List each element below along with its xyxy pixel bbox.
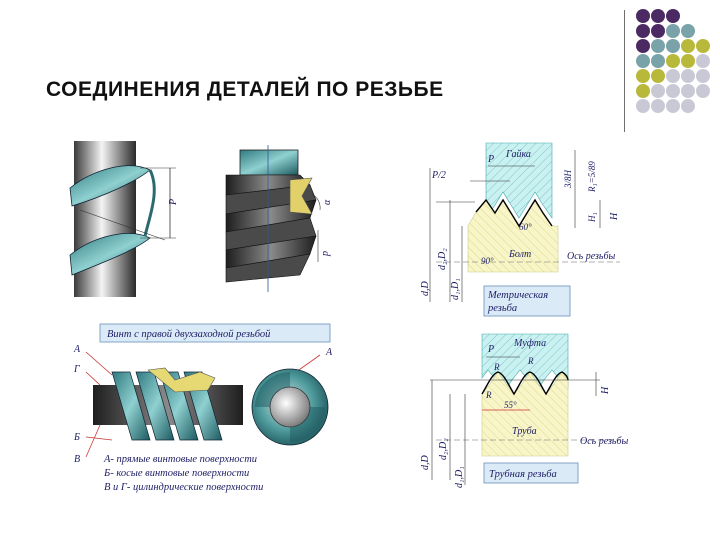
bolt-label: Болт (508, 249, 531, 260)
metric-angle60-label: 60° (519, 222, 532, 232)
pipe-label: Труба (512, 426, 537, 437)
metric-caption-line-2: резьба (487, 303, 517, 314)
decor-dot (681, 39, 695, 53)
decor-dot (681, 99, 695, 113)
pipe-caption: Трубная резьба (489, 469, 557, 480)
metric-profile-line (475, 198, 553, 228)
decor-dot (666, 24, 680, 38)
screw-cutaway (147, 367, 216, 393)
surface-letter-v: В (74, 454, 80, 465)
pipe-profile-line (481, 371, 569, 396)
metric-r1-label: R₁=5/89 (587, 161, 597, 193)
decor-dot (681, 84, 695, 98)
decor-dot (666, 9, 680, 23)
metric-d1D1-label: d₁,D₁ (450, 278, 461, 300)
decor-dot (666, 69, 680, 83)
decor-dot (651, 39, 665, 53)
pipe-region (481, 371, 569, 457)
helix-pitch-label: P (168, 199, 179, 206)
screw-end-bore (269, 386, 311, 428)
decor-dot (681, 54, 695, 68)
pipe-p-label: P (487, 344, 494, 355)
pipe-h-label: H (600, 386, 611, 395)
legend-line-2: Б- косые винтовые поверхности (103, 468, 249, 479)
pipe-axis-label: Ось резьбы (580, 436, 628, 447)
coupling-label: Муфта (513, 338, 546, 349)
decor-dot (636, 9, 650, 23)
decor-dot (696, 84, 710, 98)
metric-axis-label: Ось резьбы (567, 251, 615, 262)
legend-line-1: А- прямые винтовые поверхности (103, 454, 257, 465)
metric-thread-diagram: P Гайка P/2 3/8H R₁=5/89 H₁ H 60° 90° Бо… (420, 142, 620, 317)
decor-dot (696, 54, 710, 68)
metric-caption-box (483, 285, 571, 317)
pipe-d1D1-label: d₁,D₁ (454, 466, 465, 488)
decor-dot (651, 9, 665, 23)
metric-h-label: H (609, 212, 620, 221)
decor-dot (681, 24, 695, 38)
pipe-angle55-label: 55° (504, 400, 517, 410)
decor-dot (636, 69, 650, 83)
metric-p-label: P (487, 154, 494, 165)
legend-line-3: В и Г- цилиндрические поверхности (104, 482, 263, 493)
metric-d2D2-label: d₂,D₂ (437, 248, 448, 270)
decor-dot (636, 39, 650, 53)
pipe-r-top-label: R (527, 356, 534, 366)
metric-p-half-label: P/2 (431, 170, 446, 181)
decor-dot (666, 84, 680, 98)
screw-caption: Винт с правой двухзаходной резьбой (107, 329, 271, 340)
decor-dot (651, 69, 665, 83)
decor-dot (681, 69, 695, 83)
decor-dot (696, 69, 710, 83)
screw-caption-box (99, 323, 331, 343)
pipe-r-bot-label: R (485, 390, 492, 400)
decor-dot (651, 99, 665, 113)
metric-dD-label: d,D (420, 281, 431, 297)
decor-dot (666, 39, 680, 53)
two-start-screw-figure: Винт с правой двухзаходной резьбой А Г А… (73, 323, 333, 493)
profile-cap (239, 149, 299, 176)
slide-title: СОЕДИНЕНИЯ ДЕТАЛЕЙ ПО РЕЗЬБЕ (46, 78, 444, 101)
pipe-dD-label: d,D (420, 455, 431, 471)
decor-dot (636, 24, 650, 38)
nut-region (485, 142, 553, 219)
metric-caption-line-1: Метрическая (487, 290, 548, 301)
surface-letter-a-left: А (73, 344, 81, 355)
profile-cutaway (289, 177, 313, 215)
nut-label: Гайка (505, 149, 531, 160)
metric-h1-label: H₁ (587, 212, 597, 223)
decor-dot (636, 54, 650, 68)
decor-dot (651, 84, 665, 98)
thread-profile-figure: α p (225, 145, 333, 292)
profile-pitch-label: p (320, 251, 331, 257)
decor-dot (651, 54, 665, 68)
profile-angle-label: α (322, 199, 333, 205)
pipe-thread-diagram: P Муфта R R R 55° H Труба Ось резьбы d,D… (420, 333, 628, 488)
decor-dot (636, 84, 650, 98)
metric-h38-label: 3/8H (563, 169, 573, 189)
metric-angle90-label: 90° (481, 256, 494, 266)
helix-rod-figure: P (69, 141, 179, 297)
pipe-d2D2-label: d₂,D₂ (438, 438, 449, 460)
decor-dot (696, 39, 710, 53)
pipe-caption-box (483, 462, 579, 484)
decor-divider (624, 10, 625, 132)
surface-letter-a-right: А (325, 347, 333, 358)
decor-dot (666, 99, 680, 113)
surface-letter-b: Б (73, 432, 80, 443)
pipe-r-mid-label: R (493, 362, 500, 372)
surface-letter-g: Г (73, 364, 80, 375)
decor-dot (651, 24, 665, 38)
decor-dot (636, 99, 650, 113)
decor-dot (666, 54, 680, 68)
